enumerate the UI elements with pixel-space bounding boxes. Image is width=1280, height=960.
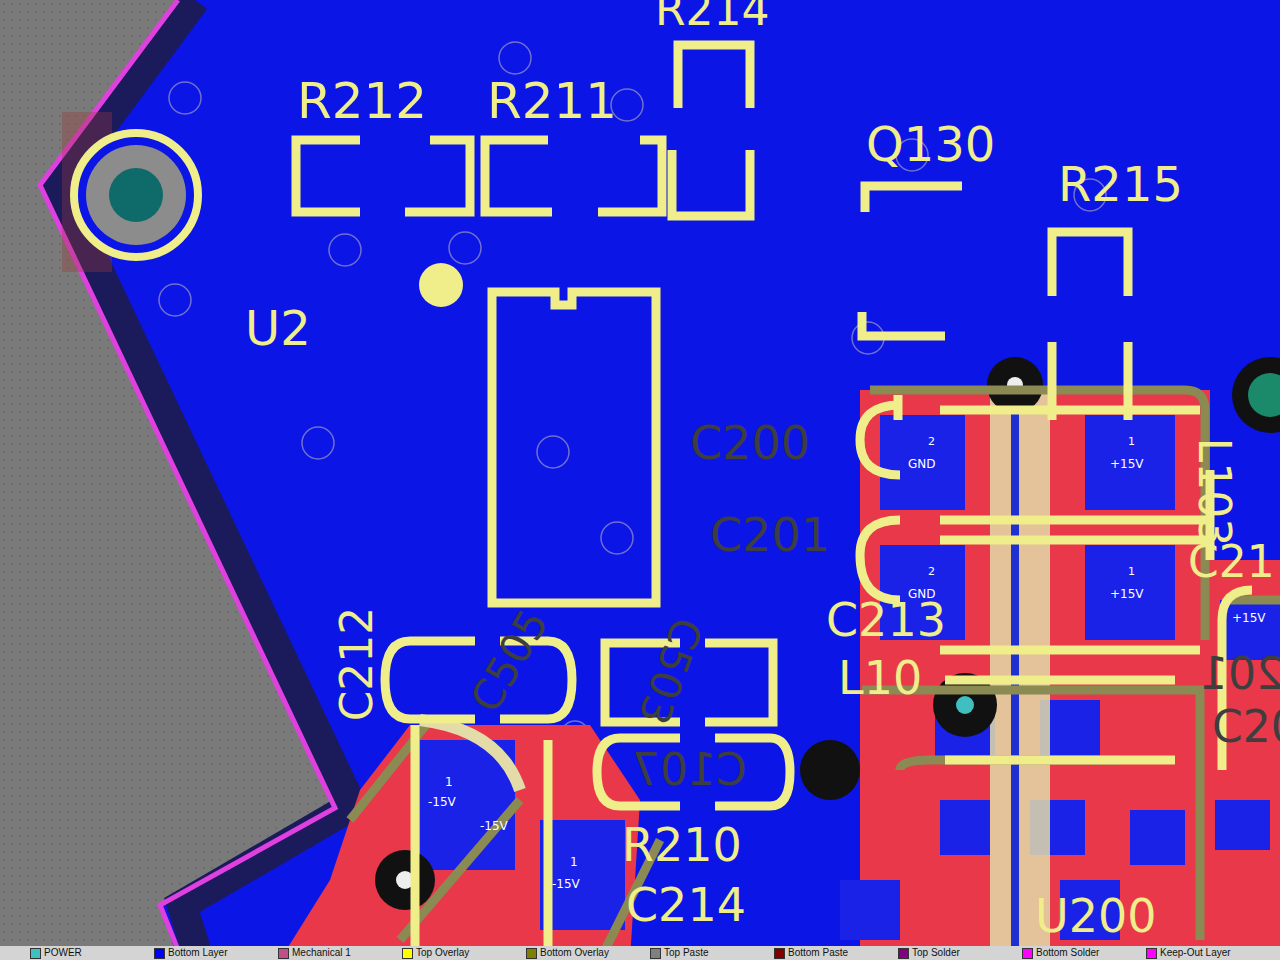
layer-name: Keep-Out Layer [1160, 947, 1231, 959]
designator-label: Q130 [866, 120, 995, 168]
pad-label: 1 [1128, 436, 1135, 447]
layer-name: Top Paste [664, 947, 708, 959]
layer-swatch [898, 948, 909, 959]
pad-label: +15V [1110, 458, 1144, 470]
designator-label: C200 [690, 420, 810, 466]
pin1-dot [419, 263, 463, 307]
layer-swatch [278, 948, 289, 959]
pad-label: +15V [1232, 612, 1266, 624]
designator-label: U2 [245, 304, 311, 352]
pad-label: 2 [928, 436, 935, 447]
designator-label: C212 [335, 607, 379, 722]
layer-swatch [650, 948, 661, 959]
layer-swatch [402, 948, 413, 959]
designator-label: C20 [1212, 705, 1280, 749]
layer-name: Top Solder [912, 947, 960, 959]
designator-label: U200 [1035, 893, 1156, 939]
designator-label: R214 [655, 0, 770, 32]
designator-label: C213 [826, 597, 946, 643]
board-edge [40, 0, 335, 950]
silkscreen-outline [296, 45, 1252, 960]
layer-swatch [1022, 948, 1033, 959]
pad-label: 2 [928, 566, 935, 577]
layer-tabs: POWER Bottom Layer Mechanical 1 Top Overlay… [0, 946, 1280, 960]
pad-label: 1 [1128, 566, 1135, 577]
pad-label: -15V [428, 796, 456, 808]
designator-label: C201 [710, 512, 830, 558]
layer-name: Bottom Layer [168, 947, 227, 959]
pad-label: -15V [552, 878, 580, 890]
layer-swatch [526, 948, 537, 959]
pad-label: 1 [445, 776, 453, 788]
pad-label: GND [908, 458, 936, 470]
layer-name: Bottom Paste [788, 947, 848, 959]
pad-label: +15V [1110, 588, 1144, 600]
layer-name: Bottom Solder [1036, 947, 1099, 959]
pad-label: 1 [570, 856, 578, 868]
layer-name: Bottom Overlay [540, 947, 609, 959]
layer-swatch [1146, 948, 1157, 959]
layer-name: Top Overlay [416, 947, 469, 959]
pad-label: -15V [480, 820, 508, 832]
layer-swatch [30, 948, 41, 959]
designator-label: C214 [626, 882, 746, 928]
designator-label: R211 [487, 76, 617, 126]
designator-label: C201 [1200, 652, 1280, 696]
layer-swatch [774, 948, 785, 959]
designator-label: C107 [632, 748, 747, 792]
layer-name: Mechanical 1 [292, 947, 351, 959]
designator-label: C21 [1188, 540, 1275, 584]
designator-label: L10 [838, 655, 922, 701]
board-outside [0, 0, 335, 960]
layer-swatch [154, 948, 165, 959]
mounting-hole [74, 133, 198, 257]
designator-label: R212 [297, 76, 427, 126]
designator-label: L103 [1192, 438, 1236, 547]
layer-name: POWER [44, 947, 82, 959]
designator-label: R215 [1058, 160, 1183, 208]
designator-label: R210 [622, 822, 742, 868]
